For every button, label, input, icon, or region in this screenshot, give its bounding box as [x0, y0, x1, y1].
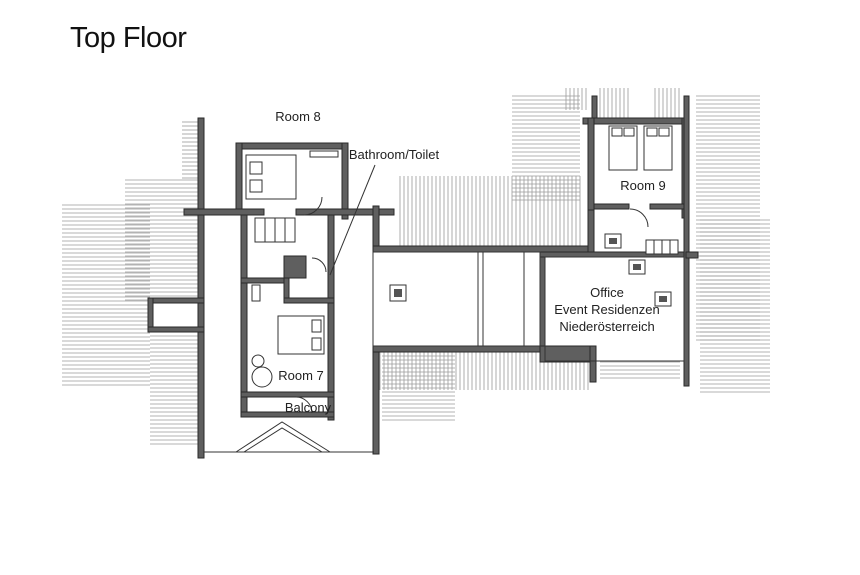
staircase-left: [254, 217, 296, 243]
label-balcony: Balcony: [285, 400, 332, 415]
wall-room9-post: [591, 95, 598, 119]
roof-hatching: [62, 88, 770, 445]
wall-room9-bottom-right: [649, 203, 689, 210]
wall-corridor-left: [372, 205, 380, 253]
label-office-2: Event Residenzen: [554, 302, 660, 317]
label-room7: Room 7: [278, 368, 324, 383]
chimney: [283, 255, 307, 279]
wardrobe-room8: [309, 150, 339, 158]
sink-room7: [251, 284, 261, 302]
wall-room7-left: [240, 214, 248, 416]
wall-notch-bottom: [147, 326, 205, 333]
wall-mid-left: [183, 208, 265, 216]
wall-room8-right: [341, 142, 349, 220]
door-room9: [629, 208, 649, 228]
void-area: [372, 251, 541, 347]
wall-lower-top: [372, 345, 542, 353]
wall-notch-top: [147, 297, 205, 304]
interior-lines: [204, 164, 685, 453]
door-balcony: [295, 396, 313, 414]
label-office-3: Niederösterreich: [559, 319, 654, 334]
label-room9: Room 9: [620, 178, 666, 193]
wall-office-stub: [589, 345, 597, 383]
room-labels: Room 8 Bathroom/Toilet Room 9 Office Eve…: [275, 109, 666, 415]
wall-corridor-bottom: [372, 245, 594, 253]
label-office-1: Office: [590, 285, 624, 300]
wall-office-left: [539, 251, 546, 353]
wall-room9-bottom-left: [593, 203, 630, 210]
lamp-room7: [251, 354, 265, 368]
wall-right-outer: [683, 95, 690, 387]
wall-room7-top: [240, 277, 290, 284]
wall-stub: [283, 277, 290, 301]
page-title: Top Floor: [70, 22, 187, 54]
wall-left-outer: [197, 117, 205, 459]
roof-outline: [235, 421, 331, 453]
wall-mid-center: [295, 208, 395, 216]
staircase-right: [645, 239, 679, 255]
wall-room9-top: [582, 117, 689, 125]
office-area: [544, 256, 685, 362]
wall-room7-right: [327, 214, 335, 421]
wall-balcony-top: [240, 391, 335, 398]
chair-room7: [251, 366, 273, 388]
wall-lower-left: [372, 345, 380, 455]
wall-balcony-bottom: [240, 411, 335, 418]
wall-office-upper: [587, 209, 595, 253]
furniture: [245, 125, 679, 388]
walls: [147, 95, 699, 459]
wall-room8-top: [235, 142, 349, 150]
label-bathroom: Bathroom/Toilet: [349, 147, 440, 162]
wall-room9-left: [587, 117, 595, 219]
wall-office-bottom-left: [539, 345, 597, 363]
label-room8: Room 8: [275, 109, 321, 124]
door-bathroom: [311, 257, 327, 273]
wall-room7-mid: [283, 297, 335, 304]
wall-office-right-stub: [685, 251, 699, 259]
door-room8: [303, 196, 323, 216]
bathroom-pointer: [329, 164, 376, 276]
wall-room8-left: [235, 142, 243, 216]
